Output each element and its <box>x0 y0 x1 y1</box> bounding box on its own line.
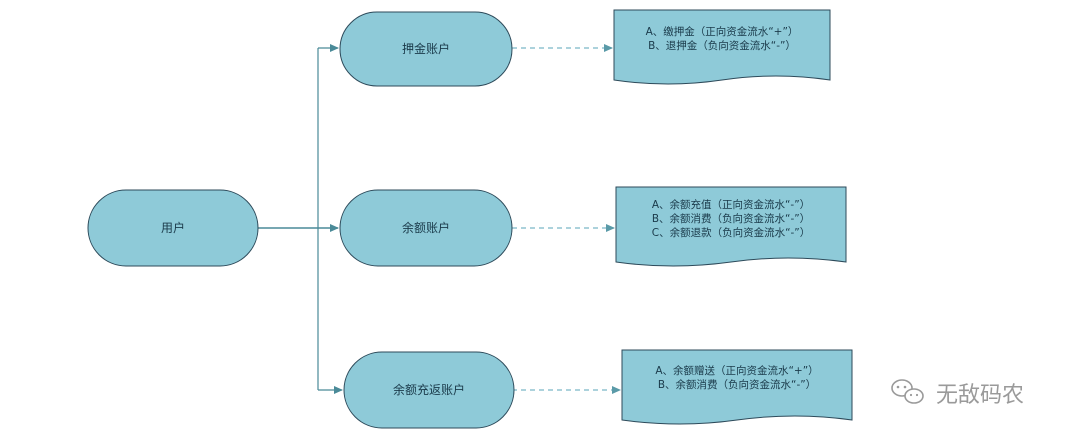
doc-rebate-line-b: B、余额消费（负向资金流水“-”） <box>658 378 816 391</box>
doc-balance: A、余额充值（正向资金流水“-”） B、余额消费（负向资金流水“-”） C、余额… <box>615 186 847 267</box>
node-deposit-label: 押金账户 <box>402 41 450 56</box>
doc-balance-line-a: A、余额充值（正向资金流水“-”） <box>652 198 810 211</box>
doc-rebate-line-a: A、余额赠送（正向资金流水“+”） <box>655 364 818 377</box>
doc-balance-line-c: C、余额退款（负向资金流水“-”） <box>652 226 811 239</box>
connectors <box>258 44 343 394</box>
node-balance-label: 余额账户 <box>402 220 450 235</box>
doc-deposit: A、缴押金（正向资金流水“+”） B、退押金（负向资金流水“-”） <box>613 9 831 85</box>
node-user[interactable]: 用户 <box>87 189 259 267</box>
doc-rebate: A、余额赠送（正向资金流水“+”） B、余额消费（负向资金流水“-”） <box>621 349 853 425</box>
watermark: 无敌码农 <box>891 379 1024 408</box>
dashed-connectors <box>512 44 621 394</box>
node-user-label: 用户 <box>161 220 185 235</box>
doc-balance-line-b: B、余额消费（负向资金流水“-”） <box>652 212 810 225</box>
node-deposit-account[interactable]: 押金账户 <box>339 11 513 87</box>
node-rebate-label: 余额充返账户 <box>393 382 465 397</box>
doc-deposit-line-b: B、退押金（负向资金流水“-”） <box>648 39 796 52</box>
wechat-icon <box>891 379 924 404</box>
watermark-text: 无敌码农 <box>936 383 1024 408</box>
doc-deposit-line-a: A、缴押金（正向资金流水“+”） <box>646 25 799 38</box>
node-rebate-account[interactable]: 余额充返账户 <box>343 351 515 429</box>
node-balance-account[interactable]: 余额账户 <box>339 189 513 267</box>
